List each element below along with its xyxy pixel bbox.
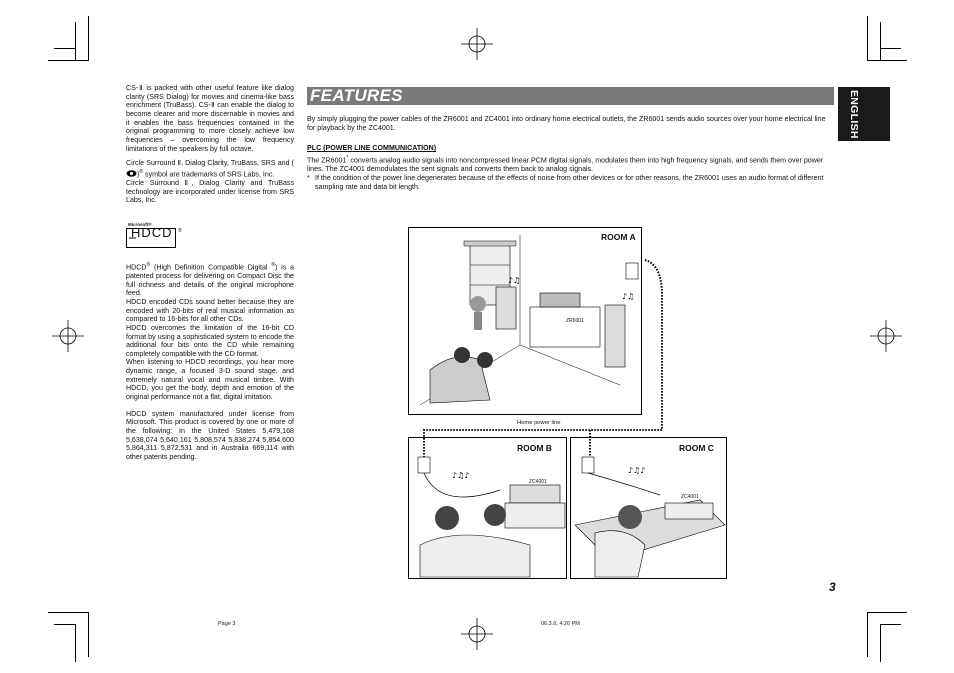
features-intro: By simply plugging the power cables of t… <box>307 115 826 132</box>
trademark-text: ) <box>137 170 140 179</box>
svg-text:♪♫: ♪♫ <box>622 292 634 301</box>
registration-mark-icon <box>461 28 493 60</box>
room-c-scene: ♪♫♪ <box>574 456 726 578</box>
crop-mark <box>880 22 881 60</box>
registration-mark-icon <box>461 618 493 650</box>
hdcd-logo-microsoft: Microsoft® <box>128 221 152 227</box>
footnote-text: If the condition of the power line degen… <box>315 174 824 191</box>
hdcd-20bit-paragraph: HDCD encoded CDs sound better because th… <box>126 297 294 324</box>
srs-license-paragraph: Circle Surround Ⅱ, Dialog Clarity and Tr… <box>126 178 294 205</box>
room-b-label: ROOM B <box>517 443 552 453</box>
hdcd-logo-reg: ® <box>178 227 182 234</box>
hdcd-text: HDCD <box>126 263 147 272</box>
srs-logo-icon <box>126 170 137 177</box>
language-tab: ENGLISH <box>838 87 890 141</box>
page-number: 3 <box>829 580 836 594</box>
footer-timestamp: 06.3.6, 4:26 PM <box>541 621 580 627</box>
svg-text:♪♫♪: ♪♫♪ <box>628 466 645 475</box>
features-title: FEATURES <box>310 86 403 105</box>
registered-mark: ® <box>146 261 151 268</box>
features-header-bar: FEATURES <box>307 86 834 105</box>
crop-mark <box>867 16 868 61</box>
footer-page: Page 3 <box>218 621 236 627</box>
hdcd-text: (High Definition Compatible Digital <box>150 263 272 272</box>
registered-mark: ® <box>271 261 275 268</box>
hdcd-logo-text: HDCD <box>131 224 173 240</box>
plc-heading: PLC (POWER LINE COMMUNICATION) <box>307 144 437 152</box>
room-a-box <box>408 227 642 415</box>
hdcd-text: ) is a patented process for delivering o… <box>126 263 294 298</box>
room-c-label: ROOM C <box>679 443 714 453</box>
crop-mark <box>48 612 88 613</box>
device-label-zc4001-c: ZC4001 <box>681 494 699 500</box>
srs-trademark-paragraph: Circle Surround Ⅱ, Dialog Clarity, TruBa… <box>126 159 294 179</box>
registration-mark-icon <box>52 320 84 352</box>
home-power-line <box>423 259 663 463</box>
crop-mark <box>75 22 76 60</box>
room-a-scene: ♪♫ ♪♫ <box>419 235 639 406</box>
crop-mark <box>867 612 868 657</box>
device-label-zr6001: ZR6001 <box>566 318 584 324</box>
svg-text:♪♫: ♪♫ <box>508 276 520 285</box>
crop-mark <box>48 60 88 61</box>
crop-mark <box>88 612 89 657</box>
crop-mark <box>880 48 901 49</box>
plc-text: The ZR6001 <box>307 156 347 165</box>
hdcd-logo: Microsoft® HDCD ® <box>126 221 294 261</box>
hdcd-dynamic-paragraph: When listening to HDCD recordings, you h… <box>126 358 294 402</box>
device-label-zc4001-b: ZC4001 <box>529 479 547 485</box>
footnote-mark: * <box>346 155 349 161</box>
crop-mark <box>880 624 901 625</box>
plc-description: The ZR6001* converts analog audio signal… <box>307 154 834 174</box>
hdcd-paragraph: HDCD® (High Definition Compatible Digita… <box>126 261 294 298</box>
room-b-box <box>408 437 567 579</box>
crop-mark <box>867 612 907 613</box>
registration-mark-icon <box>870 320 902 352</box>
power-line-label: Home power line <box>517 420 561 426</box>
crop-mark <box>880 624 881 662</box>
crop-mark <box>54 48 75 49</box>
footnote-mark: * <box>307 174 310 182</box>
room-a-label: ROOM A <box>601 232 636 242</box>
hdcd-patent-paragraph: HDCD system manufactured under license f… <box>126 409 294 462</box>
language-tab-label: ENGLISH <box>848 90 860 139</box>
trademark-text: Circle Surround Ⅱ, Dialog Clarity, TruBa… <box>126 159 294 168</box>
crop-mark <box>867 60 907 61</box>
room-b-scene: ♪♫♪ <box>417 456 566 578</box>
hdcd-16bit-paragraph: HDCD overcomes the limitation of the 16-… <box>126 323 294 358</box>
trademark-text: symbol are trademarks of SRS Labs, Inc. <box>143 170 275 179</box>
power-line-illustration: ♪♫ ♪♫ ♪♫♪ ♪♫♪ <box>417 235 726 578</box>
crop-mark <box>54 624 75 625</box>
plc-text: converts analog audio signals into nonco… <box>307 156 824 174</box>
srs-paragraph: CS-Ⅱ is packed with other useful feature… <box>126 84 294 153</box>
left-column: CS-Ⅱ is packed with other useful feature… <box>126 84 294 468</box>
registered-mark: ® <box>139 168 144 175</box>
hdcd-logo-icon <box>126 227 176 248</box>
room-c-box <box>570 437 727 579</box>
crop-mark <box>75 624 76 662</box>
crop-mark <box>88 16 89 61</box>
svg-text:♪♫♪: ♪♫♪ <box>452 471 469 480</box>
